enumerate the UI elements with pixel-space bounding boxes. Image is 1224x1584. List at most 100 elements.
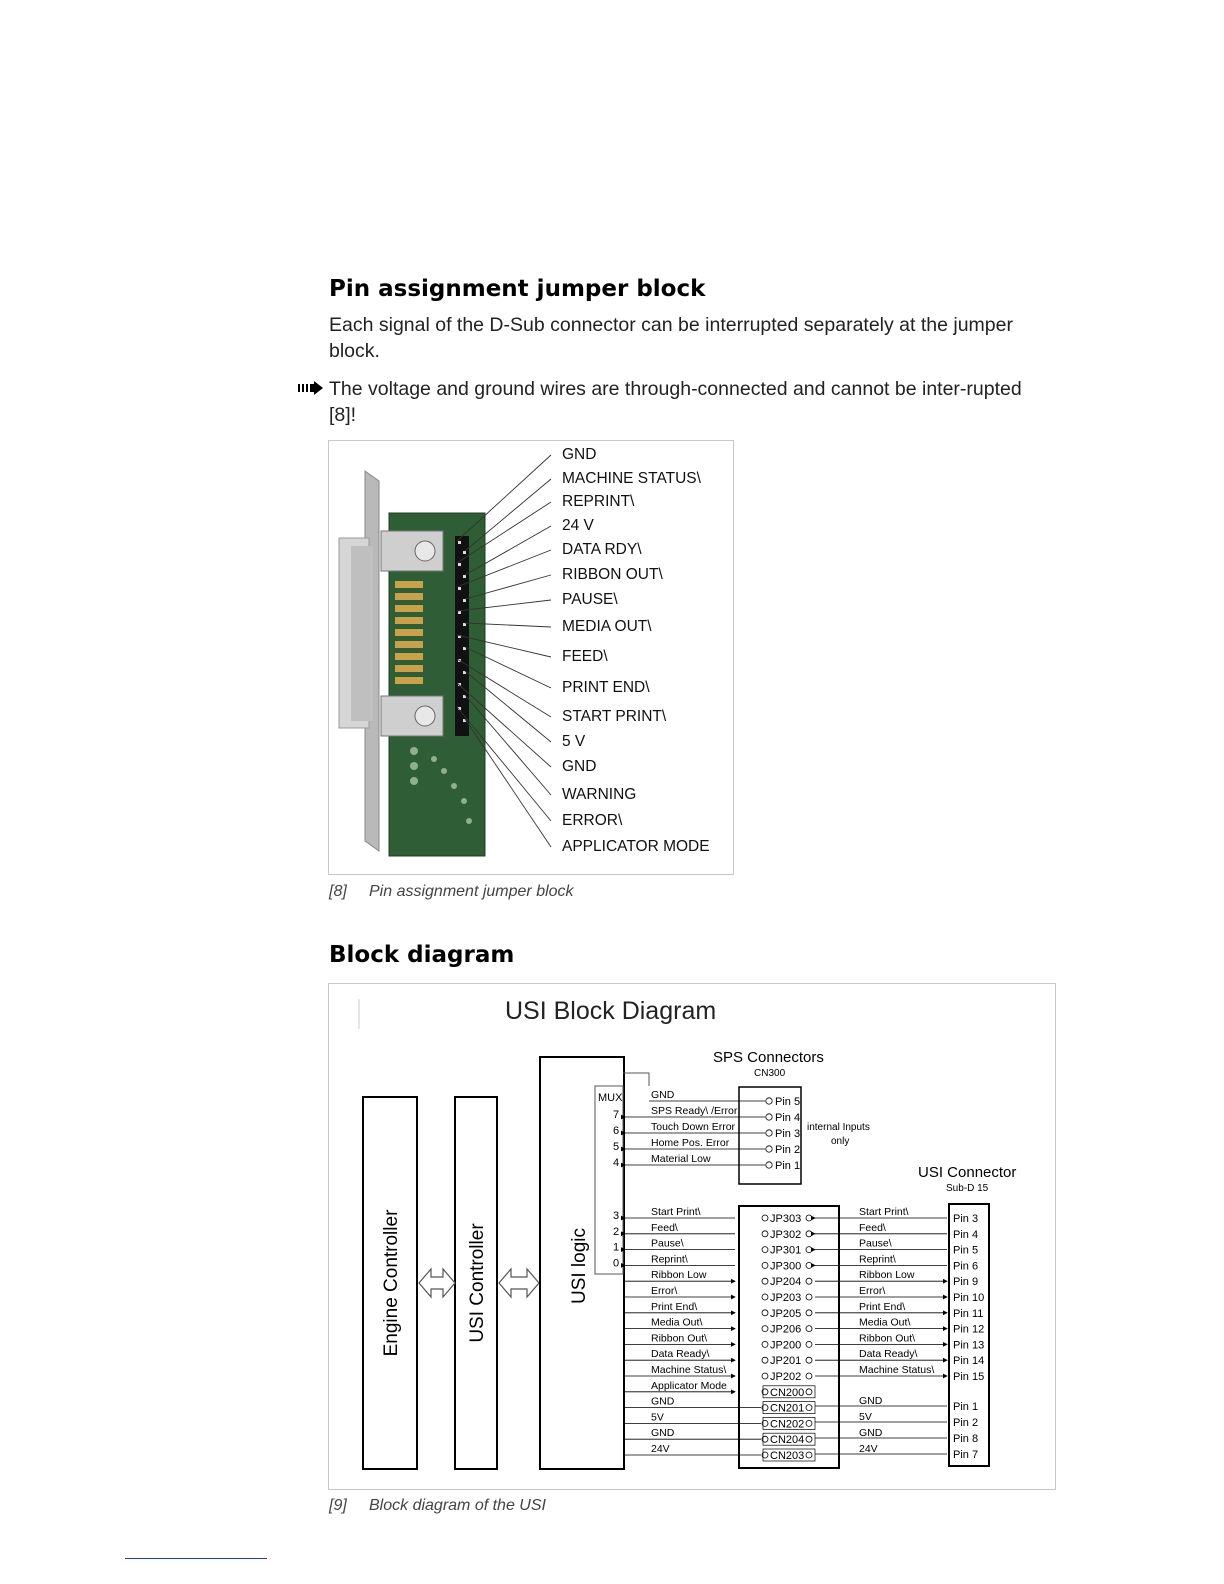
pin-label: PAUSE\ bbox=[562, 591, 618, 609]
mux-signal-label: SPS Ready\ /Error bbox=[651, 1105, 738, 1117]
connector-signal-label: Ribbon Out\ bbox=[859, 1332, 915, 1344]
sps-connectors-title: SPS Connectors bbox=[713, 1049, 824, 1066]
logic-signal-label: 5V bbox=[651, 1411, 664, 1423]
mux-signal-label: Touch Down Error bbox=[651, 1121, 736, 1133]
section-heading-pin-assignment: Pin assignment jumper block bbox=[329, 276, 705, 302]
caption-number: [9] bbox=[329, 1497, 369, 1515]
pin-label: MACHINE STATUS\ bbox=[562, 470, 701, 488]
jumper-label: JP300 bbox=[770, 1260, 801, 1272]
connector-signal-label: Error\ bbox=[859, 1285, 885, 1297]
pin-label: WARNING bbox=[562, 786, 636, 804]
logic-signal-label: GND bbox=[651, 1427, 675, 1439]
pin-label: FEED\ bbox=[562, 648, 608, 666]
jumper-label: JP201 bbox=[770, 1355, 801, 1367]
connector-signal-label: Feed\ bbox=[859, 1222, 886, 1234]
jumper-label: JP200 bbox=[770, 1339, 801, 1351]
jumper-label: JP203 bbox=[770, 1292, 801, 1304]
logic-signal-label: Ribbon Out\ bbox=[651, 1332, 707, 1344]
connector-pin-label: Pin 15 bbox=[953, 1371, 984, 1383]
pin-label: GND bbox=[562, 446, 596, 464]
mux-input-number: 4 bbox=[613, 1157, 619, 1169]
jumper-terminal-left bbox=[762, 1231, 768, 1237]
pin-label: 5 V bbox=[562, 733, 585, 751]
jumper-terminal-right bbox=[806, 1262, 812, 1268]
pin-label: MEDIA OUT\ bbox=[562, 618, 652, 636]
usi-controller-label: USI Controller bbox=[467, 1223, 488, 1343]
logic-input-number: 1 bbox=[613, 1242, 619, 1254]
footnote-rule bbox=[125, 1558, 267, 1559]
jumper-block-figure: GND MACHINE STATUS\ REPRINT\ 24 V DATA R… bbox=[328, 440, 734, 875]
jumper-terminal-left bbox=[762, 1326, 768, 1332]
connector-pin-label: Pin 7 bbox=[953, 1449, 978, 1461]
section-heading-block-diagram: Block diagram bbox=[329, 942, 514, 968]
jumper-label: CN201 bbox=[770, 1403, 804, 1415]
logic-signal-label: Media Out\ bbox=[651, 1317, 702, 1329]
mux-signal-label: Home Pos. Error bbox=[651, 1137, 730, 1149]
connector-pin-label: Pin 8 bbox=[953, 1433, 978, 1445]
jumper-label: CN204 bbox=[770, 1434, 804, 1446]
jumper-terminal-right bbox=[806, 1341, 812, 1347]
jumper-terminal-right bbox=[806, 1294, 812, 1300]
logic-signal-label: Reprint\ bbox=[651, 1253, 688, 1265]
connector-pin-label: Pin 11 bbox=[953, 1308, 983, 1320]
sps-pin-label: Pin 5 bbox=[775, 1096, 800, 1108]
connector-signal-label: Reprint\ bbox=[859, 1253, 896, 1265]
jumper-label: CN202 bbox=[770, 1418, 804, 1430]
logic-signal-label: Error\ bbox=[651, 1285, 677, 1297]
logic-signal-label: Start Print\ bbox=[651, 1206, 701, 1218]
usi-block-diagram: USI Block Diagram Engine Controller USI … bbox=[329, 984, 1055, 1489]
jumper-terminal-left bbox=[762, 1310, 768, 1316]
logic-signal-label: Pause\ bbox=[651, 1238, 684, 1250]
jumper-terminal-left bbox=[762, 1278, 768, 1284]
jumper-label: CN200 bbox=[770, 1387, 804, 1399]
internal-inputs-note: internal Inputs bbox=[807, 1122, 870, 1133]
connector-signal-label: Ribbon Low bbox=[859, 1269, 915, 1281]
jumper-label: JP204 bbox=[770, 1276, 801, 1288]
connector-signal-label: Machine Status\ bbox=[859, 1364, 934, 1376]
connector-signal-label: GND bbox=[859, 1427, 883, 1439]
jumper-terminal-left bbox=[762, 1357, 768, 1363]
jumper-terminal-left bbox=[762, 1294, 768, 1300]
logic-signal-label: Applicator Mode bbox=[651, 1380, 727, 1392]
connector-pin-label: Pin 10 bbox=[953, 1292, 984, 1304]
connector-signal-label: GND bbox=[859, 1395, 883, 1407]
engine-controller-label: Engine Controller bbox=[381, 1209, 402, 1356]
logic-signal-label: Ribbon Low bbox=[651, 1269, 707, 1281]
jumper-label: JP301 bbox=[770, 1245, 801, 1257]
pin-label: DATA RDY\ bbox=[562, 541, 642, 559]
mux-input-number: 7 bbox=[613, 1109, 619, 1121]
usi-connector-title: USI Connector bbox=[918, 1164, 1016, 1181]
logic-signal-label: Print End\ bbox=[651, 1301, 697, 1313]
connector-signal-label: Media Out\ bbox=[859, 1317, 910, 1329]
pin-label: RIBBON OUT\ bbox=[562, 566, 663, 584]
pin-label: REPRINT\ bbox=[562, 493, 634, 511]
connector-signal-label: Pause\ bbox=[859, 1238, 892, 1250]
jumper-terminal-right bbox=[806, 1436, 812, 1442]
jumper-label: JP205 bbox=[770, 1308, 801, 1320]
connector-pin-label: Pin 13 bbox=[953, 1339, 984, 1351]
jumper-terminal-right bbox=[806, 1326, 812, 1332]
caption-number: [8] bbox=[329, 883, 369, 901]
jumper-label: JP202 bbox=[770, 1371, 801, 1383]
logic-input-number: 2 bbox=[613, 1226, 619, 1238]
sps-pin-terminal bbox=[766, 1146, 772, 1152]
sps-pin-terminal bbox=[766, 1162, 772, 1168]
connector-signal-label: Start Print\ bbox=[859, 1206, 909, 1218]
logic-signal-label: GND bbox=[651, 1396, 675, 1408]
intro-paragraph: Each signal of the D-Sub connector can b… bbox=[329, 312, 1049, 364]
usi-block-diagram-figure: USI Block Diagram Engine Controller USI … bbox=[328, 983, 1056, 1490]
jumper-terminal-right bbox=[806, 1357, 812, 1363]
jumper-terminal-right bbox=[806, 1420, 812, 1426]
mux-signal-label: GND bbox=[651, 1089, 675, 1101]
connector-signal-label: Print End\ bbox=[859, 1301, 905, 1313]
sps-pin-label: Pin 2 bbox=[775, 1144, 800, 1156]
sps-pin-label: Pin 3 bbox=[775, 1128, 800, 1140]
internal-inputs-note-2: only bbox=[831, 1136, 849, 1147]
sps-pin-label: Pin 4 bbox=[775, 1112, 800, 1124]
connector-signal-label: Data Ready\ bbox=[859, 1348, 917, 1360]
jumper-terminal-right bbox=[806, 1373, 812, 1379]
jumper-terminal-right bbox=[806, 1310, 812, 1316]
jumper-label: CN203 bbox=[770, 1450, 804, 1462]
jumper-label: JP303 bbox=[770, 1213, 801, 1225]
jumper-terminal-left bbox=[762, 1373, 768, 1379]
